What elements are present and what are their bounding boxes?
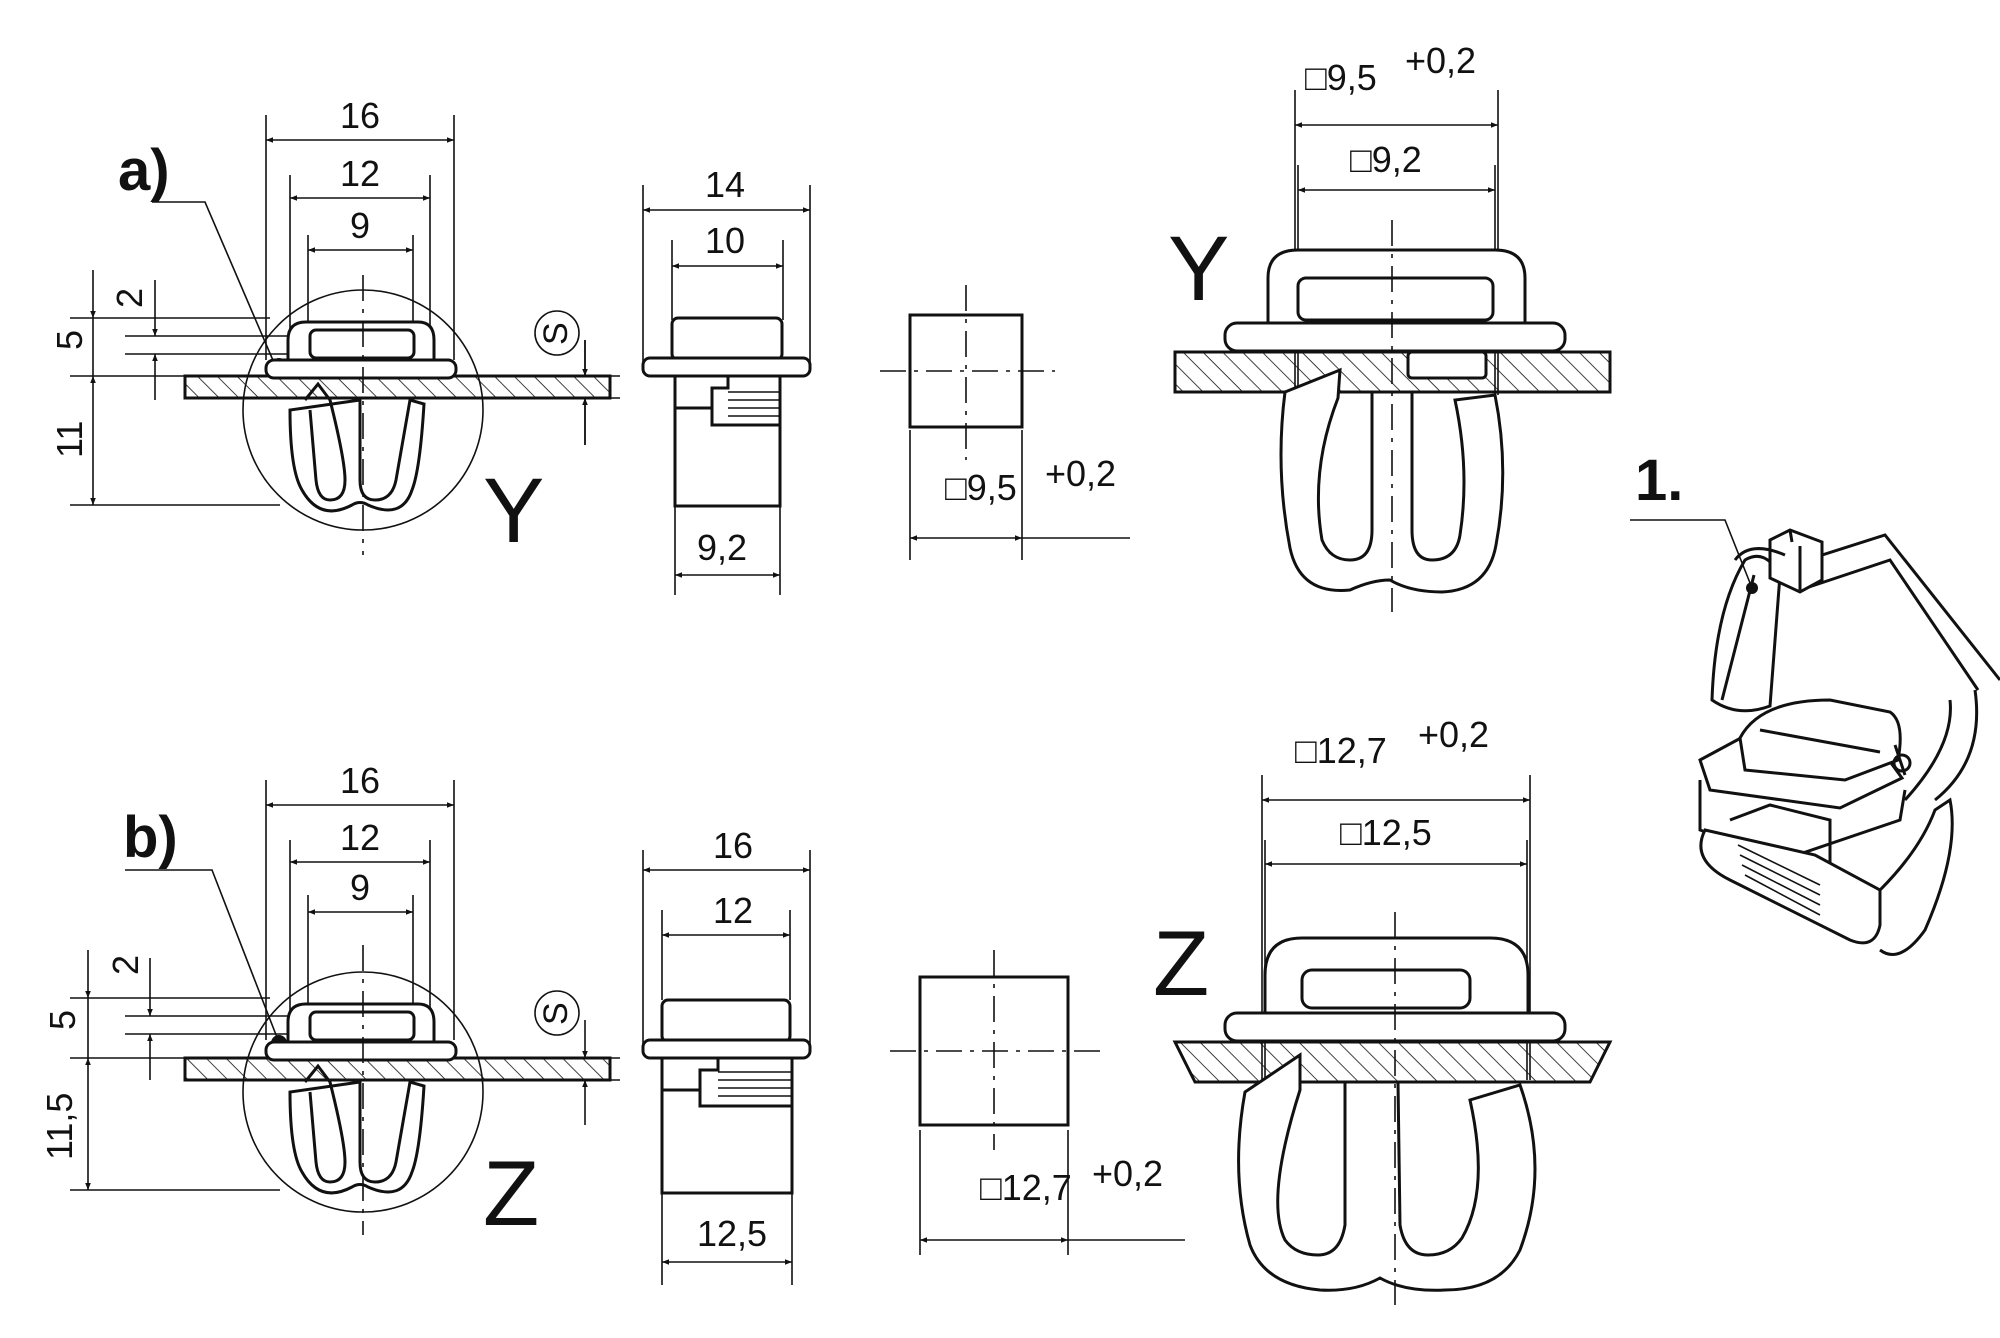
mounted-a-dim-tol: +0,2: [1405, 40, 1476, 81]
mounted-b-dim-inner: □12,5: [1340, 812, 1432, 853]
side-view-a: 16 12 9 5 2 11 Y: [49, 95, 620, 562]
dim-b-11-5: 11,5: [39, 1093, 80, 1160]
dim-a-2: 2: [109, 288, 150, 308]
mounted-letter-b: Z: [1153, 913, 1209, 1015]
front-view-a: 14 10 9,2: [641, 164, 812, 595]
dim-a-5: 5: [49, 330, 90, 350]
dim-a-10: 10: [705, 220, 745, 261]
hole-a: □9,5 +0,2: [880, 285, 1130, 560]
dim-a-9-2: 9,2: [697, 527, 747, 568]
variant-b-label: b): [123, 805, 178, 870]
view-letter-b: Z: [483, 1143, 539, 1245]
hole-a-dim: □9,5: [945, 467, 1017, 508]
dim-a-9: 9: [350, 205, 370, 246]
panel-symbol-a: S: [537, 322, 575, 345]
dim-a-11: 11: [49, 421, 90, 458]
variant-a-label: a): [118, 138, 170, 203]
variant-a: a) 16 12 9 5 2 11: [49, 40, 1612, 612]
variant-b-leader: [125, 869, 279, 1041]
hole-b-tol: +0,2: [1092, 1153, 1163, 1194]
dim-b-16: 16: [340, 760, 380, 801]
side-view-b: 16 12 9 5 2 11,5 Z S: [39, 760, 620, 1245]
hole-b-dim: □12,7: [980, 1167, 1072, 1208]
mounted-a-dim-outer: □9,5: [1305, 57, 1377, 98]
front-view-b: 16 12 12,5: [641, 825, 812, 1285]
mounted-a-dim-inner: □9,2: [1350, 139, 1422, 180]
variant-b: b) 16 12 9 5 2 11,5 Z: [39, 714, 1613, 1305]
mounted-view-a: Y □9,5 +0,2 □9,2: [1168, 40, 1612, 612]
dim-b-12-front: 12: [713, 890, 753, 931]
dim-b-12-5: 12,5: [697, 1213, 767, 1254]
mounted-view-b: Z □12,7 +0,2 □12,5: [1153, 714, 1613, 1305]
dim-b-9: 9: [350, 867, 370, 908]
dim-b-12: 12: [340, 817, 380, 858]
iso-view-label: 1.: [1635, 448, 1683, 513]
dim-b-5: 5: [42, 1010, 83, 1030]
panel-symbol-b: S: [537, 1002, 575, 1025]
iso-view-leader: [1630, 519, 1753, 589]
mounted-letter-a: Y: [1168, 218, 1229, 320]
mounted-b-dim-outer: □12,7: [1295, 730, 1387, 771]
mounted-b-dim-tol: +0,2: [1418, 714, 1489, 755]
hole-a-tol: +0,2: [1045, 453, 1116, 494]
dim-b-2: 2: [105, 955, 146, 975]
dim-a-12: 12: [340, 153, 380, 194]
dim-a-14: 14: [705, 164, 745, 205]
variant-a-leader: [152, 201, 279, 373]
view-letter-a: Y: [483, 460, 544, 562]
dim-b-16-front: 16: [713, 825, 753, 866]
dim-a-16: 16: [340, 95, 380, 136]
iso-view: 1.: [1630, 448, 2000, 956]
hole-b: □12,7 +0,2: [890, 950, 1185, 1255]
